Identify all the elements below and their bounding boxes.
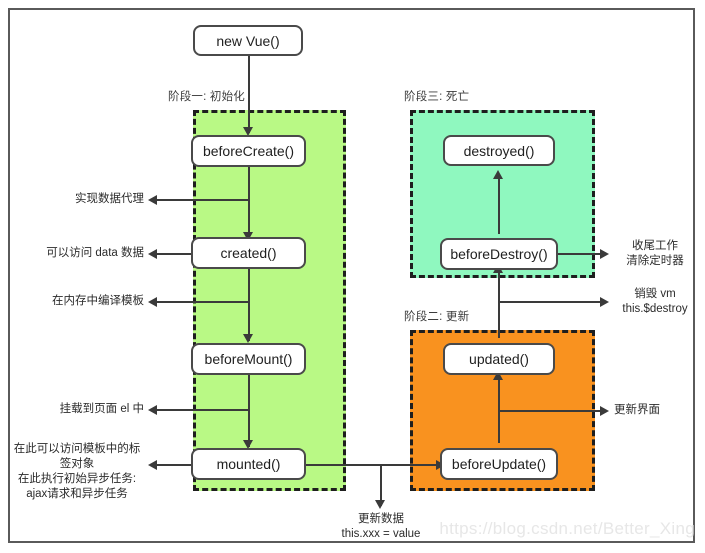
node-updated[interactable]: updated()	[443, 343, 555, 375]
phase-region-init	[193, 110, 346, 491]
annotation-update-ui: 更新界面	[614, 404, 660, 416]
node-before-update[interactable]: beforeUpdate()	[440, 448, 558, 480]
arrowhead-access-data	[148, 249, 157, 259]
arrowhead-beforemount-in	[243, 334, 253, 343]
arrowhead-update-ui	[600, 406, 609, 416]
node-before-destroy[interactable]: beforeDestroy()	[440, 238, 558, 270]
node-before-create[interactable]: beforeCreate()	[191, 135, 306, 167]
connector-updated-to-beforedestroy	[498, 270, 500, 338]
connector-created-to-beforemount	[248, 269, 250, 341]
annotation-access-data: 可以访问 data 数据	[46, 247, 144, 259]
arrowhead-destroy-vm	[600, 297, 609, 307]
annotation-destroy-vm: 销毁 vm this.$destroy	[622, 288, 688, 315]
watermark-text: https://blog.csdn.net/Better_Xing	[439, 519, 695, 538]
diagram-frame	[8, 8, 695, 543]
arrowhead-destroyed-in	[493, 170, 503, 179]
connector-mount-to-el-branch	[155, 409, 249, 411]
arrowhead-mounted-note	[148, 460, 157, 470]
connector-beforemount-to-mounted	[248, 375, 250, 447]
annotation-compile-template: 在内存中编译模板	[52, 295, 144, 307]
arrowhead-cleanup	[600, 249, 609, 259]
arrowhead-mounted-in	[243, 440, 253, 449]
connector-data-proxy-branch	[155, 199, 249, 201]
annotation-data-proxy: 实现数据代理	[75, 193, 144, 205]
connector-mounted-to-beforeupdate	[302, 464, 442, 466]
annotation-cleanup: 收尾工作 清除定时器	[626, 240, 684, 267]
node-mounted[interactable]: mounted()	[191, 448, 306, 480]
connector-update-ui-branch	[498, 410, 604, 412]
phase-label-death: 阶段三: 死亡	[404, 91, 470, 103]
connector-cleanup-branch	[550, 253, 604, 255]
connector-update-data-drop	[380, 464, 382, 506]
annotation-mount-to-el: 挂载到页面 el 中	[59, 403, 144, 415]
phase-label-init: 阶段一: 初始化	[168, 91, 245, 103]
connector-new-vue-to-beforecreate	[248, 55, 250, 133]
connector-mounted-note-branch	[155, 464, 209, 466]
node-destroyed[interactable]: destroyed()	[443, 135, 555, 166]
annotation-update-data: 更新数据 this.xxx = value	[341, 513, 421, 540]
arrowhead-update-data	[375, 500, 385, 509]
arrowhead-updated-in	[493, 371, 503, 380]
arrowhead-created-in	[243, 232, 253, 241]
phase-label-update: 阶段二: 更新	[404, 311, 470, 323]
connector-destroy-vm-branch	[498, 301, 604, 303]
connector-beforecreate-to-created	[248, 167, 250, 239]
node-new-vue[interactable]: new Vue()	[193, 25, 303, 56]
arrowhead-mount-to-el	[148, 405, 157, 415]
connector-beforedestroy-to-destroyed	[498, 176, 500, 234]
node-before-mount[interactable]: beforeMount()	[191, 343, 306, 375]
connector-access-data-branch	[155, 253, 209, 255]
annotation-mounted-note: 在此可以访问模板中的标签对象 在此执行初始异步任务: ajax请求和异步任务	[13, 443, 141, 500]
arrowhead-beforecreate-in	[243, 127, 253, 136]
node-created[interactable]: created()	[191, 237, 306, 269]
arrowhead-compile-template	[148, 297, 157, 307]
connector-compile-template-branch	[155, 301, 249, 303]
arrowhead-data-proxy	[148, 195, 157, 205]
